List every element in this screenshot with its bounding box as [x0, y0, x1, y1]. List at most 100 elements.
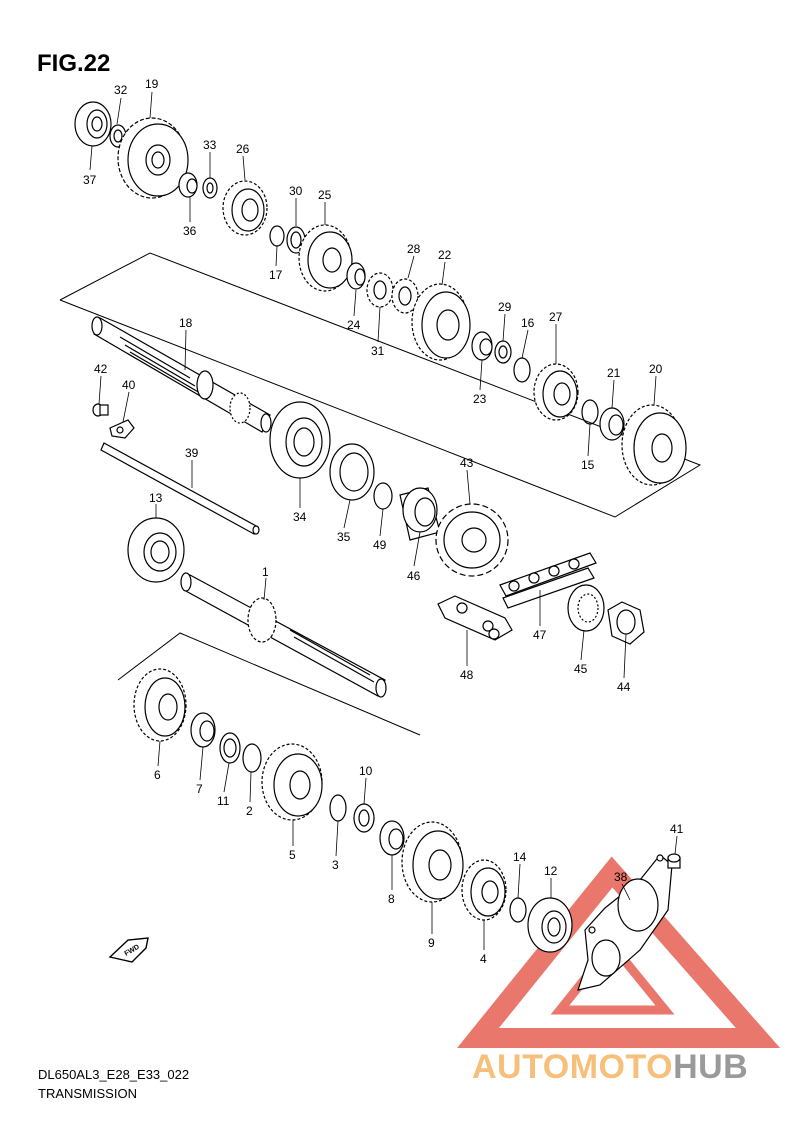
part-38-retainer-plate [577, 854, 673, 991]
callout-11: 11 [217, 794, 230, 808]
callout-10: 10 [359, 764, 373, 778]
part-13-bearing [127, 517, 185, 583]
part-25-gear [298, 224, 353, 292]
part-1-main-shaft [180, 572, 387, 698]
part-5-gear [261, 743, 323, 821]
part-44-nut [607, 601, 645, 645]
callout-layer [89, 91, 678, 950]
callout-31: 31 [371, 344, 385, 358]
callout-1: 1 [262, 565, 269, 579]
callout-28: 28 [407, 242, 421, 256]
callout-17: 17 [269, 268, 283, 282]
callout-3: 3 [332, 858, 339, 872]
part-6-gear [133, 668, 187, 742]
callout-49: 49 [373, 538, 387, 552]
part-47-drive-chain [499, 552, 597, 609]
callout-27: 27 [549, 310, 563, 324]
part-15-circlip [581, 399, 599, 425]
callout-22: 22 [438, 248, 452, 262]
callout-13: 13 [149, 491, 163, 505]
part-19-gear [117, 117, 189, 199]
callout-48: 48 [460, 668, 474, 682]
part-24-bushing [346, 262, 366, 290]
part-10-washer [353, 803, 375, 833]
callout-14: 14 [513, 850, 527, 864]
callout-35: 35 [337, 530, 351, 544]
part-40-plate [109, 419, 135, 439]
part-23-bushing [471, 331, 493, 361]
part-20-gear [621, 404, 687, 486]
callout-25: 25 [318, 188, 332, 202]
callout-5: 5 [289, 848, 296, 862]
part-48-chain-joint [437, 595, 513, 641]
part-41-bolt [667, 853, 681, 869]
part-18-countershaft [91, 316, 272, 433]
section-name: TRANSMISSION [38, 1086, 137, 1101]
callout-45: 45 [574, 662, 588, 676]
callout-34: 34 [293, 510, 307, 524]
callout-9: 9 [428, 936, 435, 950]
watermark-part-a: AUTOMOTO [472, 1048, 674, 1086]
callout-21: 21 [607, 366, 621, 380]
part-49-o-ring [373, 482, 393, 510]
callout-32: 32 [114, 83, 128, 97]
part-11-washer [219, 732, 241, 764]
part-17-circlip [269, 225, 285, 247]
callout-8: 8 [388, 892, 395, 906]
callout-16: 16 [521, 316, 535, 330]
callout-39: 39 [185, 446, 199, 460]
shaft-frame-upper [59, 252, 702, 518]
part-21-bushing [599, 407, 625, 441]
model-code: DL650AL3_E28_E33_022 [38, 1067, 190, 1082]
part-4-gear [461, 859, 507, 921]
callout-2: 2 [246, 804, 253, 818]
part-33-washer [202, 177, 218, 199]
part-28-lock-washer [391, 278, 419, 314]
part-39-rod [100, 442, 260, 535]
callout-30: 30 [289, 184, 303, 198]
watermark-part-b: HUB [673, 1048, 749, 1086]
callout-29: 29 [498, 300, 512, 314]
callout-12: 12 [544, 864, 558, 878]
callout-42: 42 [94, 362, 108, 376]
callout-19: 19 [145, 77, 159, 91]
callout-46: 46 [407, 569, 421, 583]
part-3-circlip [329, 794, 347, 822]
callout-38: 38 [614, 870, 628, 884]
part-35-oil-seal [329, 443, 375, 501]
callout-26: 26 [236, 142, 250, 156]
callout-23: 23 [473, 392, 487, 406]
part-16-circlip [513, 357, 531, 383]
watermark-logo: AUTOMOTOHUB [472, 1048, 748, 1087]
part-8-bushing [379, 820, 405, 856]
part-31-lock-washer [366, 272, 394, 308]
part-9-gear [401, 821, 464, 903]
callout-15: 15 [581, 458, 595, 472]
part-43-sprocket [435, 503, 509, 577]
figure-title: FIG.22 [37, 50, 111, 77]
part-30-washer [286, 226, 306, 254]
part-42-bolt [92, 403, 109, 417]
callout-37: 37 [83, 173, 97, 187]
part-45-washer [567, 584, 605, 632]
fwd-arrow-icon: FWD [108, 937, 149, 963]
part-12-bearing [527, 897, 573, 953]
callout-24: 24 [347, 318, 361, 332]
callout-36: 36 [183, 224, 197, 238]
part-29-washer [494, 340, 512, 364]
callout-40: 40 [122, 378, 136, 392]
part-34-bearing [269, 401, 331, 479]
part-2-circlip [242, 743, 262, 773]
part-27-gear [533, 363, 579, 421]
part-22-gear [411, 283, 471, 361]
callout-labels: 32 19 37 33 26 36 30 25 17 28 22 24 31 2… [83, 77, 684, 966]
part-46-spacer [399, 487, 441, 541]
callout-41: 41 [670, 822, 684, 836]
part-26-gear [222, 180, 268, 236]
callout-4: 4 [480, 952, 487, 966]
part-7-bushing [190, 712, 216, 748]
shaft-frame-lower [117, 632, 421, 736]
callout-18: 18 [179, 316, 193, 330]
callout-47: 47 [533, 628, 547, 642]
